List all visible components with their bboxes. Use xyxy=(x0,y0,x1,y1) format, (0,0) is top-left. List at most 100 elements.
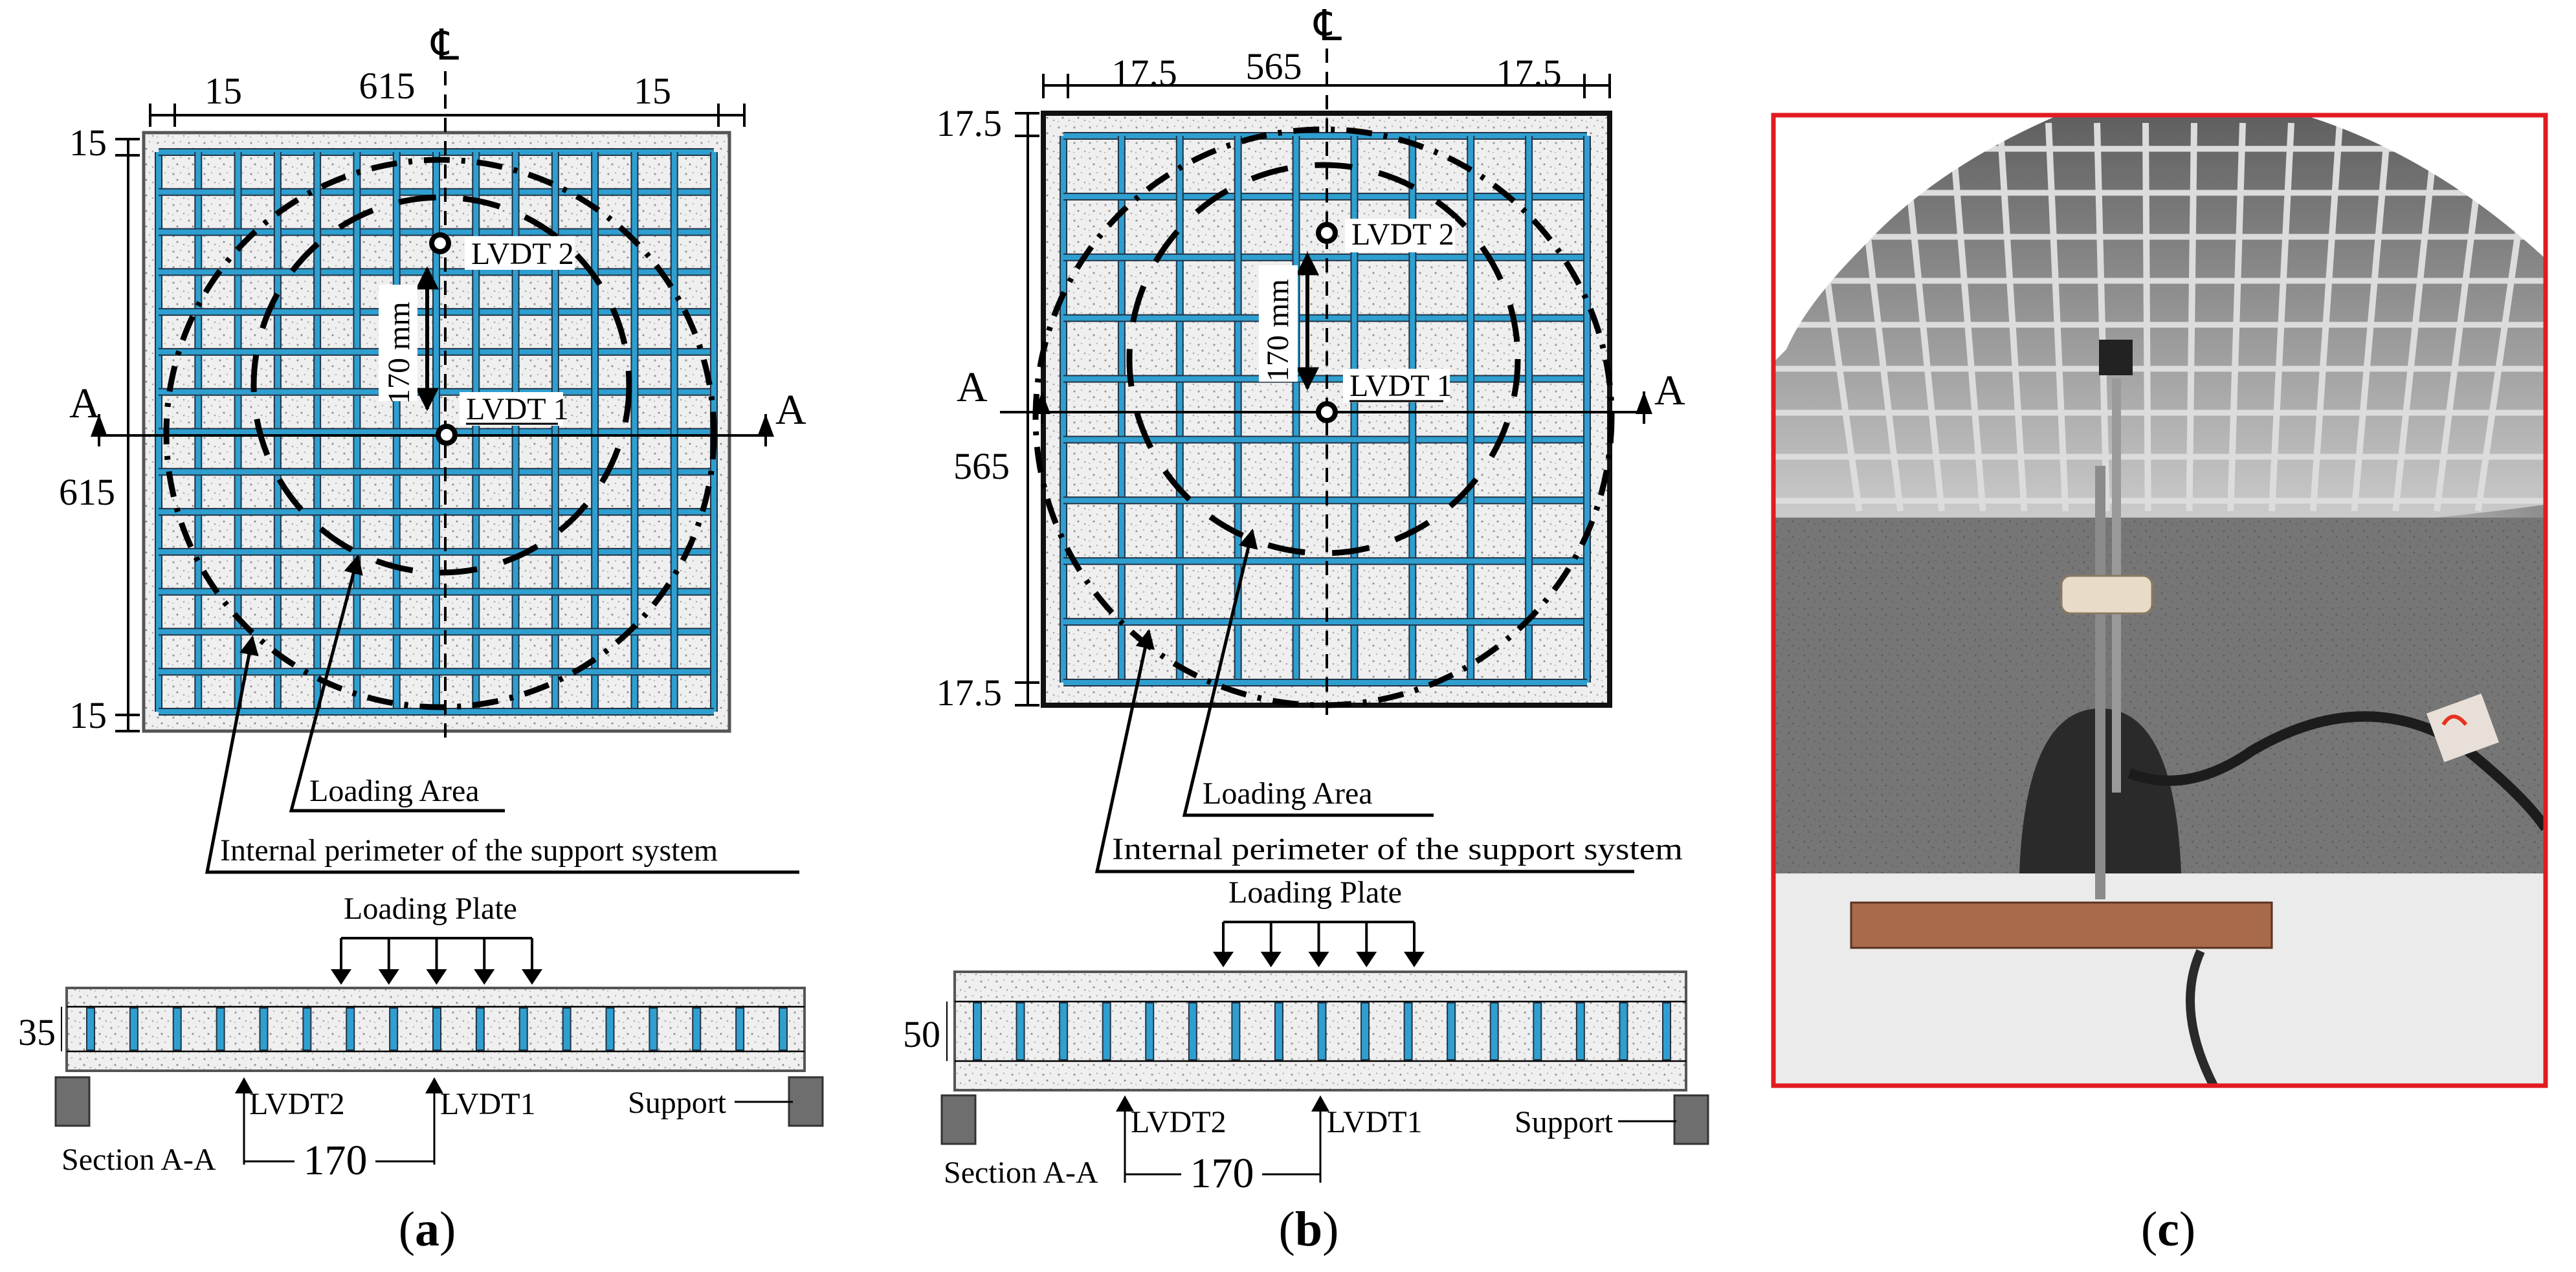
section-thickness: 35 xyxy=(18,1011,56,1053)
panel-a-letter: a xyxy=(415,1202,439,1256)
label-bg xyxy=(294,1142,375,1178)
photo-grid-rib xyxy=(2045,122,2069,512)
mesh-rib xyxy=(1274,1002,1283,1060)
section-lvdt2-label: LVDT2 xyxy=(249,1087,345,1121)
mesh-rib xyxy=(973,1002,982,1060)
loading-plate-arrows xyxy=(331,937,542,985)
load-arrow-head xyxy=(426,969,447,985)
support-left xyxy=(940,1094,977,1145)
photo-grid-rib xyxy=(2309,122,2343,512)
mesh-rib xyxy=(129,1007,139,1051)
lvdt-2-marker xyxy=(429,232,451,254)
dim-top-span: 615 xyxy=(359,65,416,107)
support-right xyxy=(788,1076,824,1127)
mesh-rib xyxy=(172,1007,182,1051)
mesh-rib xyxy=(259,1007,269,1051)
section-spacing-label: 170 xyxy=(1190,1150,1254,1197)
label-bg xyxy=(460,392,563,426)
section-thickness: 50 xyxy=(903,1013,940,1055)
mesh-rib xyxy=(346,1007,355,1051)
dim-left-edge-bottom: 15 xyxy=(69,694,107,736)
lvdt-head xyxy=(2099,340,2133,375)
load-arrow-head xyxy=(474,969,495,985)
lvdt-2-label: LVDT 2 xyxy=(1351,217,1454,252)
lvdt-1-label: LVDT 1 xyxy=(1349,369,1452,403)
photo-grid-rib xyxy=(2186,122,2197,512)
dim-top-edge-right: 17.5 xyxy=(1496,52,1562,94)
lvdt-1-marker xyxy=(436,424,458,446)
support-label: Support xyxy=(1515,1105,1614,1139)
load-arrow-head xyxy=(1404,952,1425,967)
mesh-rib xyxy=(1145,1002,1155,1060)
lvdt-spacing-label: 170 mm xyxy=(1261,279,1295,382)
panel-b-diagram: ℄ A A 17.5 565 17.5 17.5 565 17.5 LVDT 2… xyxy=(903,3,1709,1256)
load-arrow-head xyxy=(331,969,351,985)
panel-b-caption: (b) xyxy=(1279,1202,1339,1256)
mesh-rib xyxy=(475,1007,485,1051)
base-plate xyxy=(1850,901,2273,949)
section-lvdt2-arrow xyxy=(235,1077,253,1093)
load-arrow-head xyxy=(1213,952,1234,967)
threaded-rod xyxy=(2095,466,2105,899)
load-arrow-head xyxy=(522,969,542,985)
dim-left-height: 565 xyxy=(953,445,1010,487)
lvdt-clamp xyxy=(2060,575,2153,615)
mesh-rib xyxy=(1447,1002,1456,1060)
section-lvdt2-arrow xyxy=(1116,1095,1134,1112)
support-perimeter-circle xyxy=(1032,126,1615,708)
lvdt-cable xyxy=(2186,949,2218,1086)
label-bg xyxy=(465,236,575,270)
support-perimeter-leader xyxy=(1094,629,1634,873)
photo-border xyxy=(1771,113,2548,1088)
centerline-symbol: ℄ xyxy=(430,22,460,69)
mesh-rib xyxy=(649,1007,658,1051)
loading-plate-label: Loading Plate xyxy=(1228,875,1402,910)
dim-left-height: 615 xyxy=(59,471,115,513)
dim-top-edge-right: 15 xyxy=(634,70,671,112)
mesh-rib xyxy=(1619,1002,1628,1060)
photo-grid-rib xyxy=(2392,122,2440,512)
section-lvdt1-arrow xyxy=(1311,1095,1329,1112)
section-lvdt1-label: LVDT1 xyxy=(440,1087,536,1121)
photo-grid-rib xyxy=(2142,122,2151,512)
photo-grid-rib xyxy=(2094,122,2110,512)
support-left xyxy=(54,1076,91,1127)
photo-grid-rib xyxy=(1948,122,1986,512)
load-arrow-head xyxy=(378,969,399,985)
panel-a-caption: (a) xyxy=(399,1202,456,1256)
panel-c-photo: (c) xyxy=(1771,113,2548,1256)
section-lvdt1-label: LVDT1 xyxy=(1327,1105,1423,1139)
centerline-symbol: ℄ xyxy=(1313,3,1342,50)
mesh-rib xyxy=(1317,1002,1327,1060)
test-setup-photo xyxy=(1773,115,2546,1086)
section-mark-right: A xyxy=(1654,367,1685,414)
label-bg xyxy=(1259,265,1298,382)
lvdt-spacing-label: 170 mm xyxy=(382,302,416,404)
loading-area-leader xyxy=(289,554,505,813)
mesh-rib xyxy=(432,1007,441,1051)
dim-top-edge-left: 17.5 xyxy=(1111,52,1177,94)
loading-area-circle xyxy=(1126,162,1521,556)
mesh-rib xyxy=(605,1007,615,1051)
mesh-rib xyxy=(735,1007,745,1051)
mesh-rib xyxy=(1533,1002,1542,1060)
loading-plate-arrows xyxy=(1213,921,1425,967)
photo-grid-rib xyxy=(2351,122,2392,512)
dim-left-edge-top: 15 xyxy=(69,122,107,164)
mesh-rib xyxy=(1489,1002,1499,1060)
load-arrow-head xyxy=(1356,952,1377,967)
photo-grid-rib xyxy=(1997,122,2028,512)
load-arrow-head xyxy=(1308,952,1329,967)
support-label: Support xyxy=(628,1086,727,1120)
mesh-rib xyxy=(1016,1002,1025,1060)
panel-c-caption: (c) xyxy=(2141,1202,2195,1256)
mesh-rib xyxy=(1662,1002,1671,1060)
mesh-rib xyxy=(779,1007,788,1051)
section-mesh-ribs xyxy=(86,1007,788,1051)
loading-area-leader xyxy=(1182,529,1434,817)
lvdt-1-label: LVDT 1 xyxy=(466,392,569,426)
mesh-rib xyxy=(1360,1002,1370,1060)
support-right xyxy=(1673,1094,1709,1145)
mesh-rib xyxy=(692,1007,702,1051)
label-bg xyxy=(1343,369,1450,402)
